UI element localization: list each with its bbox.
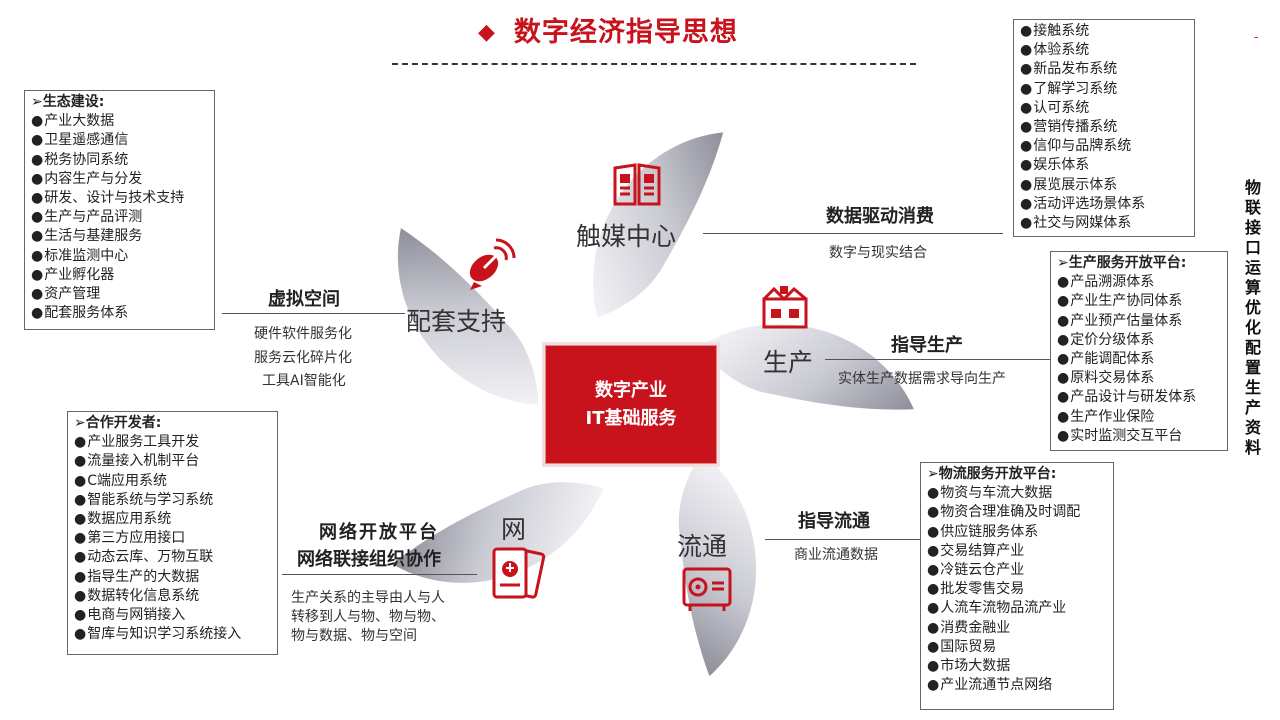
list-item: 产业预产估量体系 (1057, 312, 1221, 331)
list-item: 信仰与品牌系统 (1020, 137, 1188, 156)
guide-production-title: 指导生产 (891, 335, 963, 356)
list-item: 营销传播系统 (1020, 118, 1188, 137)
list-item: 流量接入机制平台 (74, 452, 271, 471)
network-sub-2: 转移到人与物、物与物、 (291, 609, 445, 625)
list-item: 产业生产协同体系 (1057, 292, 1221, 311)
segment-circulation-label: 流通 (677, 532, 728, 561)
list-item: 指导生产的大数据 (74, 568, 271, 587)
list-item: 展览展示体系 (1020, 176, 1188, 195)
logistics-platform-box: ➢物流服务开放平台: 物资与车流大数据 物资合理准确及时调配 供应链服务体系 交… (920, 462, 1114, 710)
list-item: 配套服务体系 (31, 304, 208, 323)
list-item: 生产作业保险 (1057, 408, 1221, 427)
list-item: 智能系统与学习系统 (74, 491, 271, 510)
connector-production (825, 359, 1050, 360)
safe-icon (682, 567, 732, 611)
production-platform-box: ➢生产服务开放平台: 产品溯源体系 产业生产协同体系 产业预产估量体系 定价分级… (1050, 251, 1228, 451)
factory-icon (762, 286, 808, 329)
list-item: 产业服务工具开发 (74, 433, 271, 452)
list-item: 市场大数据 (927, 657, 1107, 676)
center-box: 数字产业 IT基础服务 (545, 345, 717, 464)
network-sub-3: 物与数据、物与空间 (291, 628, 417, 644)
list-item: 内容生产与分发 (31, 170, 208, 189)
virtual-sub-3: 工具AI智能化 (262, 373, 346, 389)
list-item: 体验系统 (1020, 41, 1188, 60)
virtual-sub-1: 硬件软件服务化 (254, 326, 352, 342)
list-item: 研发、设计与技术支持 (31, 189, 208, 208)
list-item: 供应链服务体系 (927, 523, 1107, 542)
vertical-caption: 物联接口运算优化配置生产资料 (1244, 178, 1261, 457)
list-item: 接触系统 (1020, 22, 1188, 41)
network-title-1: 网络开放平台 (319, 522, 439, 543)
list-item: 电商与网销接入 (74, 606, 271, 625)
network-sub-1: 生产关系的主导由人与人 (291, 590, 445, 606)
connector-circulation (765, 539, 920, 540)
segment-touch-label: 触媒中心 (576, 222, 677, 251)
book-icon (613, 163, 661, 206)
logistics-box-head: ➢物流服务开放平台: (927, 466, 1057, 482)
guide-circulation-sub: 商业流通数据 (794, 547, 878, 563)
list-item: 活动评选场景体系 (1020, 195, 1188, 214)
connector-virtual (222, 313, 405, 314)
list-item: 产品设计与研发体系 (1057, 388, 1221, 407)
list-item: 批发零售交易 (927, 580, 1107, 599)
phone-icon (492, 547, 546, 599)
developer-box-head: ➢合作开发者: (74, 415, 162, 431)
list-item: 动态云库、万物互联 (74, 548, 271, 567)
connector-network (282, 574, 477, 575)
list-item: 冷链云仓产业 (927, 561, 1107, 580)
diamond-icon: ◆ (478, 20, 496, 45)
virtual-sub-2: 服务云化碎片化 (254, 350, 352, 366)
list-item: 生活与基建服务 (31, 227, 208, 246)
ecology-box: ➢生态建设: 产业大数据 卫星遥感通信 税务协同系统 内容生产与分发 研发、设计… (24, 90, 215, 330)
consumption-systems-box: 接触系统 体验系统 新品发布系统 了解学习系统 认可系统 营销传播系统 信仰与品… (1013, 19, 1195, 237)
list-item: C端应用系统 (74, 472, 271, 491)
list-item: 产业大数据 (31, 112, 208, 131)
list-item: 卫星遥感通信 (31, 131, 208, 150)
list-item: 第三方应用接口 (74, 529, 271, 548)
list-item: 产业流通节点网络 (927, 676, 1107, 695)
list-item: 数据转化信息系统 (74, 587, 271, 606)
list-item: 税务协同系统 (31, 151, 208, 170)
list-item: 产能调配体系 (1057, 350, 1221, 369)
list-item: 认可系统 (1020, 99, 1188, 118)
production-box-head: ➢生产服务开放平台: (1057, 255, 1187, 271)
list-item: 交易结算产业 (927, 542, 1107, 561)
list-item: 物资与车流大数据 (927, 484, 1107, 503)
list-item: 资产管理 (31, 285, 208, 304)
list-item: 国际贸易 (927, 638, 1107, 657)
guide-circulation-title: 指导流通 (798, 511, 870, 532)
corner-mark: - (1254, 30, 1259, 44)
consumption-sub: 数字与现实结合 (829, 245, 927, 261)
guide-production-sub: 实体生产数据需求导向生产 (838, 371, 1006, 387)
list-item: 物资合理准确及时调配 (927, 503, 1107, 522)
connector-consumption (703, 233, 1003, 234)
list-item: 原料交易体系 (1057, 369, 1221, 388)
page-title: ◆数字经济指导思想 (478, 17, 738, 48)
developer-box: ➢合作开发者: 产业服务工具开发 流量接入机制平台 C端应用系统 智能系统与学习… (67, 411, 278, 655)
title-divider (392, 63, 916, 65)
list-item: 新品发布系统 (1020, 60, 1188, 79)
list-item: 实时监测交互平台 (1057, 427, 1221, 446)
satellite-dish-icon (469, 238, 516, 290)
list-item: 数据应用系统 (74, 510, 271, 529)
list-item: 了解学习系统 (1020, 80, 1188, 99)
list-item: 产业孵化器 (31, 266, 208, 285)
list-item: 人流车流物品流产业 (927, 599, 1107, 618)
list-item: 消费金融业 (927, 619, 1107, 638)
list-item: 定价分级体系 (1057, 331, 1221, 350)
network-title-2: 网络联接组织协作 (297, 549, 441, 570)
list-item: 娱乐体系 (1020, 156, 1188, 175)
virtual-title: 虚拟空间 (268, 289, 340, 310)
segment-support-label: 配套支持 (406, 307, 507, 336)
list-item: 产品溯源体系 (1057, 273, 1221, 292)
list-item: 社交与网媒体系 (1020, 214, 1188, 233)
ecology-box-head: ➢生态建设: (31, 94, 105, 110)
segment-network-label: 网 (501, 515, 527, 544)
consumption-title: 数据驱动消费 (826, 206, 934, 227)
list-item: 标准监测中心 (31, 247, 208, 266)
list-item: 智库与知识学习系统接入 (74, 625, 271, 644)
segment-production-label: 生产 (763, 348, 814, 377)
list-item: 生产与产品评测 (31, 208, 208, 227)
